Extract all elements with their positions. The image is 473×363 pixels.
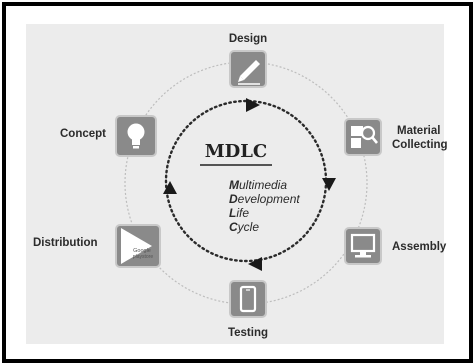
smartphone-icon (239, 285, 257, 313)
material-collecting-label-line-2: Collecting (392, 139, 448, 151)
google-play-text-1: Google (133, 248, 151, 254)
testing-tile (229, 280, 267, 318)
assembly-label: Assembly (392, 241, 447, 253)
diagram-title: MDLC (205, 141, 268, 162)
subtitle-line-3: Life (229, 206, 249, 220)
google-play-icon: Google playstore (121, 228, 153, 264)
distribution-label: Distribution (33, 237, 98, 249)
subtitle-line-1: Multimedia (229, 178, 287, 192)
assembly-tile (344, 227, 382, 265)
subtitle-line-4: Cycle (229, 220, 259, 234)
arrow-right-icon (322, 178, 336, 191)
stage-testing: Testing (228, 280, 268, 339)
magnifier-image-icon (351, 125, 378, 148)
design-label: Design (229, 33, 267, 45)
subtitle-line-2: Development (229, 192, 300, 206)
arrow-left-icon (163, 181, 177, 194)
concept-label: Concept (60, 128, 106, 140)
material-collecting-label-line-1: Material (397, 125, 440, 137)
arrow-bottom-icon (248, 257, 262, 271)
stage-assembly: Assembly (344, 227, 447, 265)
google-play-text-2: playstore (133, 254, 154, 260)
stage-design: Design (229, 33, 267, 88)
monitor-icon (350, 233, 376, 258)
testing-label: Testing (228, 327, 268, 339)
stage-concept: Concept (60, 115, 157, 157)
stage-distribution: Google playstore Distribution (33, 224, 161, 268)
arrow-top-icon (246, 98, 260, 112)
pencil-icon (238, 60, 260, 85)
lightbulb-icon (127, 123, 145, 149)
stage-material-collecting: Material Collecting (344, 118, 448, 156)
